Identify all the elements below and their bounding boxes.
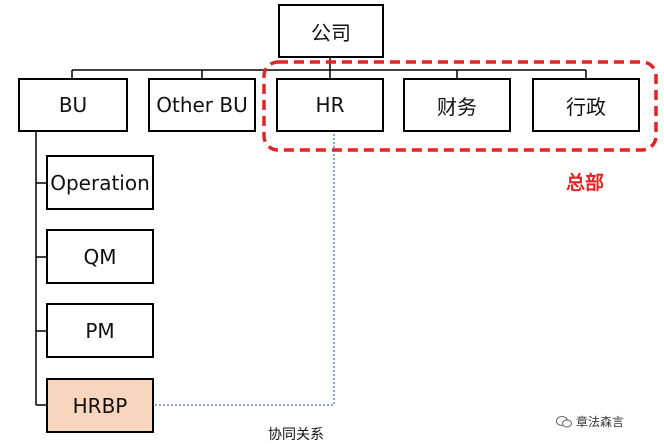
node-qm: QM [46, 229, 154, 284]
watermark: 章法森言 [556, 413, 624, 430]
node-other-bu: Other BU [148, 78, 256, 132]
node-bu: BU [18, 78, 128, 132]
headquarters-label: 总部 [566, 172, 605, 194]
node-hrbp: HRBP [46, 378, 154, 433]
node-operation: Operation [46, 155, 154, 210]
node-finance: 财务 [403, 78, 511, 132]
headquarters-group-boundary [262, 60, 658, 152]
wechat-icon [556, 415, 572, 427]
node-pm: PM [46, 303, 154, 358]
collaboration-label: 协同关系 [268, 427, 324, 443]
node-hr: HR [276, 78, 384, 132]
collaboration-link [154, 134, 335, 406]
watermark-text: 章法森言 [576, 415, 625, 429]
node-company: 公司 [278, 4, 384, 58]
node-admin: 行政 [532, 78, 640, 132]
